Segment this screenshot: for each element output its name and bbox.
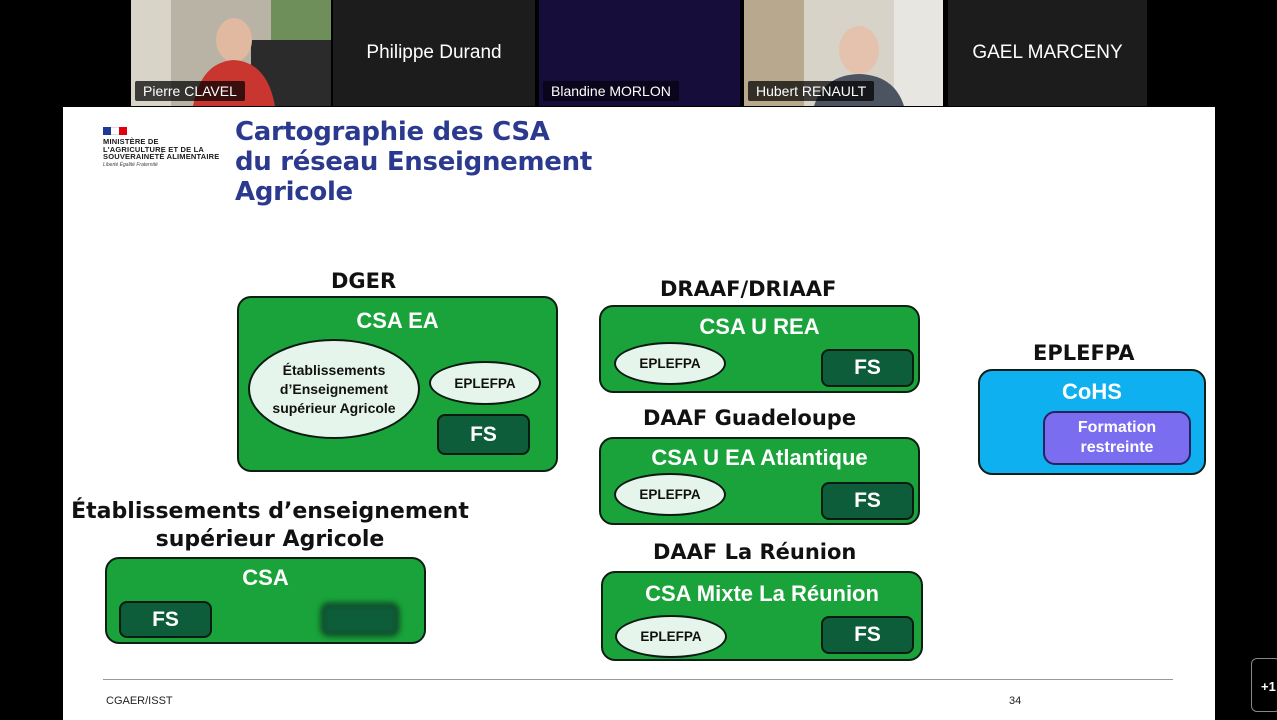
- participant-tile-blandine-morlon[interactable]: Blandine MORLON: [539, 0, 740, 106]
- csa-u-ea-atlantique-box: CSA U EA Atlantique EPLEFPA FS: [599, 437, 920, 525]
- csa-mixte-la-reunion-box: CSA Mixte La Réunion EPLEFPA FS: [601, 571, 923, 661]
- eplefpa-heading: EPLEFPA: [1033, 341, 1135, 365]
- esa-heading: Établissements d’enseignement supérieur …: [71, 499, 469, 552]
- participant-tile-pierre-clavel[interactable]: Pierre CLAVEL: [131, 0, 331, 106]
- participant-name-tag: Pierre CLAVEL: [135, 81, 245, 101]
- fs-box: FS: [437, 414, 530, 455]
- eplefpa-ellipse: EPLEFPA: [615, 615, 727, 658]
- participant-tile-gael-marceny[interactable]: GAEL MARCENY: [948, 0, 1147, 106]
- formation-restreinte-box: Formation restreinte: [1043, 411, 1191, 465]
- cohs-title: CoHS: [1062, 379, 1122, 404]
- reunion-heading: DAAF La Réunion: [653, 540, 857, 564]
- page-number: 34: [1009, 695, 1022, 707]
- csa-ea-title: CSA EA: [356, 308, 439, 333]
- ellipse-etablissements: Établissements d’Enseignement supérieur …: [248, 339, 420, 439]
- fs-box: FS: [821, 616, 914, 654]
- more-participants-button[interactable]: +1: [1251, 658, 1277, 712]
- shared-slide: MINISTÈRE DE L'AGRICULTURE ET DE LA SOUV…: [63, 107, 1215, 720]
- csa-ea-box: CSA EA Établissements d’Enseignement sup…: [237, 296, 558, 472]
- participant-name: Philippe Durand: [366, 42, 502, 63]
- fs-box: FS: [119, 601, 212, 638]
- eplefpa-ellipse: EPLEFPA: [429, 361, 541, 405]
- csa-box: CSA FS: [105, 557, 426, 644]
- participant-name: GAEL MARCENY: [972, 42, 1123, 63]
- eplefpa-ellipse: EPLEFPA: [614, 342, 726, 385]
- draaf-heading: DRAAF/DRIAAF: [660, 277, 837, 301]
- participant-name-tag: Blandine MORLON: [543, 81, 679, 101]
- cohs-box: CoHS Formation restreinte: [978, 369, 1206, 475]
- eplefpa-ellipse: EPLEFPA: [614, 473, 726, 516]
- participant-tile-philippe-durand[interactable]: Philippe Durand: [333, 0, 535, 106]
- guadeloupe-heading: DAAF Guadeloupe: [643, 406, 857, 430]
- french-flag-icon: [103, 127, 127, 135]
- participant-tile-hubert-renault[interactable]: Hubert RENAULT: [744, 0, 943, 106]
- ministry-logo: MINISTÈRE DE L'AGRICULTURE ET DE LA SOUV…: [103, 127, 223, 168]
- participant-name-tag: Hubert RENAULT: [748, 81, 875, 101]
- footer-label: CGAER/ISST: [106, 695, 173, 707]
- csa-u-ea-atlantique-title: CSA U EA Atlantique: [651, 445, 868, 470]
- fs-box: FS: [821, 482, 914, 520]
- slide-title: Cartographie des CSA du réseau Enseignem…: [235, 117, 592, 207]
- dger-heading: DGER: [331, 269, 397, 293]
- footer-divider: [103, 679, 1173, 680]
- csa-title: CSA: [242, 565, 289, 590]
- csa-mixte-la-reunion-title: CSA Mixte La Réunion: [645, 581, 879, 606]
- ministry-motto: Liberté Égalité Fraternité: [103, 161, 158, 168]
- csa-u-rea-box: CSA U REA EPLEFPA FS: [599, 305, 920, 393]
- fs-box: FS: [821, 349, 914, 387]
- blurred-box: [321, 603, 399, 636]
- csa-u-rea-title: CSA U REA: [699, 314, 820, 339]
- ministry-name: MINISTÈRE DE L'AGRICULTURE ET DE LA SOUV…: [103, 137, 220, 161]
